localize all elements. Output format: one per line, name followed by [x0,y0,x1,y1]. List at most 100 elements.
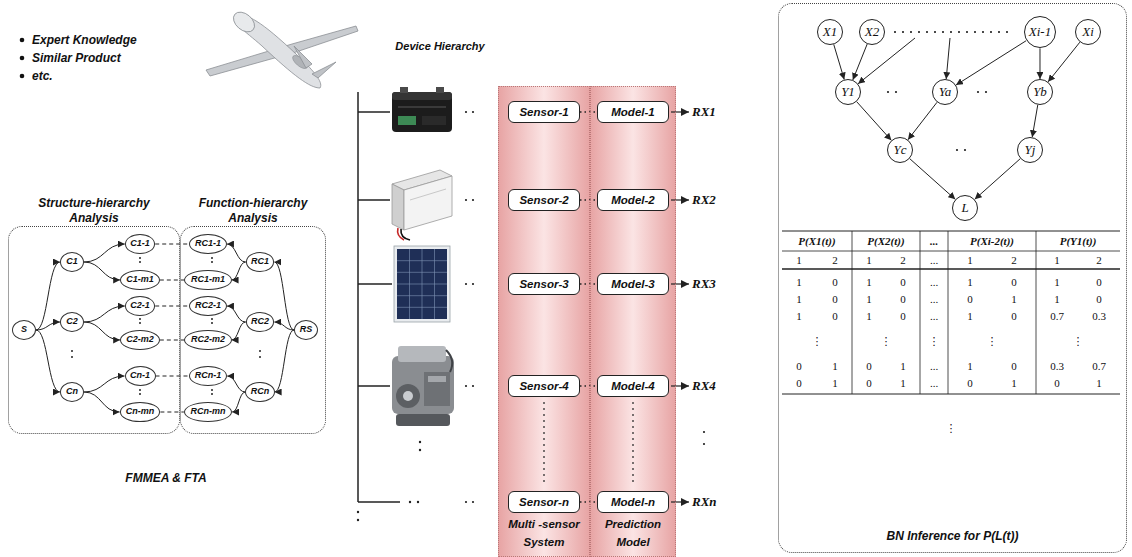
battery-image [436,87,444,93]
node-label: C1-1 [130,239,150,249]
solar-panel-image [394,246,450,322]
process-box: Sensor-3 [508,273,580,295]
bn-node: Yj [1017,137,1043,163]
continuation-dots [358,442,426,528]
hierarchy-node: Cn [60,382,84,402]
mapping-link [156,376,189,377]
output-arrow [671,501,689,502]
hierarchy-ellipsis [211,258,213,266]
bn-node: Ya [932,79,958,105]
solar-panel-image [397,249,447,319]
ellipsis-dots [703,432,705,456]
solar-panel-image [397,272,447,273]
mapping-link [155,306,189,307]
table-cell: 0 [900,310,906,322]
sensor-model-link [580,385,597,386]
bn-partial-arrow [946,38,950,79]
device-hierarchy-tree [357,92,359,502]
node-label: RS [300,325,313,335]
table-ellipsis: ⋮ [987,335,998,348]
hierarchy-arrow [84,262,120,280]
table-cell: 1 [1054,276,1060,288]
power-supply-image [392,170,452,240]
box-label: Model-2 [611,194,654,207]
hierarchy-node: RC1-1 [189,234,227,254]
hierarchy-node: RC2 [246,312,275,332]
table-cell: 1 [866,310,872,322]
hierarchy-ellipsis [259,351,261,363]
battery-image [392,87,452,132]
uav-illustration [230,8,259,36]
table-cell: 1 [900,377,906,389]
solar-panel-image [397,307,447,308]
process-box: Sensor-2 [508,189,580,211]
ellipsis-dots [703,432,705,456]
sensor-model-link [580,283,597,284]
table-cell: 0 [832,310,838,322]
device-hierarchy-tree [358,199,390,201]
reliability-output: RX2 [692,192,716,208]
hierarchy-ellipsis [211,390,213,398]
battery-image [392,92,452,132]
device-hierarchy-tree [358,111,390,113]
variable-label: Yb [1033,85,1047,99]
hierarchy-ellipsis [72,258,260,398]
pipeline-band: Prediction ModelModel-1Model-2Model-3Mod… [590,86,676,557]
table-rule [948,231,949,394]
box-label: Model-n [611,496,655,509]
solar-panel-image [397,260,447,261]
node-label: C2 [66,317,78,327]
state-header: 2 [1011,254,1017,266]
reliability-output: RXn [692,494,717,510]
battery-image [398,116,416,125]
engine-image [424,372,450,406]
panel-heading: BN Inference for P(L(t)) [887,529,1019,543]
state-header: ... [930,254,938,266]
table-cell: 1 [866,276,872,288]
hierarchy-ellipsis [139,258,141,266]
bn-arrow [857,102,892,141]
box-label: Model-1 [611,106,654,119]
output-arrow [671,112,689,502]
hierarchy-node: RCn [245,382,274,402]
battery-image [422,116,446,125]
bn-arrow [1048,42,1080,82]
table-cell: 0 [1054,377,1060,389]
table-cell: ... [930,360,938,372]
bn-arrow [853,44,867,80]
reliability-output: RX1 [692,104,716,120]
node-label: RCn-mn [191,407,226,417]
hierarchy-arrow [36,330,60,392]
hierarchy-node: C2-1 [125,296,155,316]
link-dots [466,111,480,113]
box-label: Sensor-1 [519,106,568,119]
variable-label: Xi-1 [1029,25,1051,39]
engine-image [396,384,420,408]
solar-panel-image [397,295,447,296]
table-cell: ... [930,293,938,305]
variable-label: Xi [1082,25,1094,39]
link-dots [466,199,480,201]
table-cell: 0 [796,360,802,372]
reliability-output: RX3 [692,276,716,292]
bn-arrow [975,159,1021,200]
output-arrow [671,111,689,112]
band-fill [498,86,590,557]
table-cell: 0 [900,293,906,305]
hierarchy-ellipsis [139,390,141,398]
node-label: C1-m1 [126,275,154,285]
box-label: Sensor-4 [519,380,568,393]
hierarchy-node: Cn-mn [120,402,161,422]
table-cell: 1 [967,310,973,322]
solar-panel-image [397,284,447,285]
method-caption: FMMEA & FTA [125,471,206,485]
bn-node: Yb [1027,79,1053,105]
table-ellipsis: ⋮ [1073,335,1084,348]
hierarchy-arrow [84,244,125,262]
pipeline-band: Multi -sensor SystemSensor-1Sensor-2Sens… [498,86,590,557]
node-label: RCn-1 [195,371,222,381]
table-header: P(Y1(t)) [1060,235,1097,247]
engine-image [398,346,446,362]
hierarchy-node: RCn-mn [184,402,232,422]
process-box: Sensor-n [508,491,580,513]
